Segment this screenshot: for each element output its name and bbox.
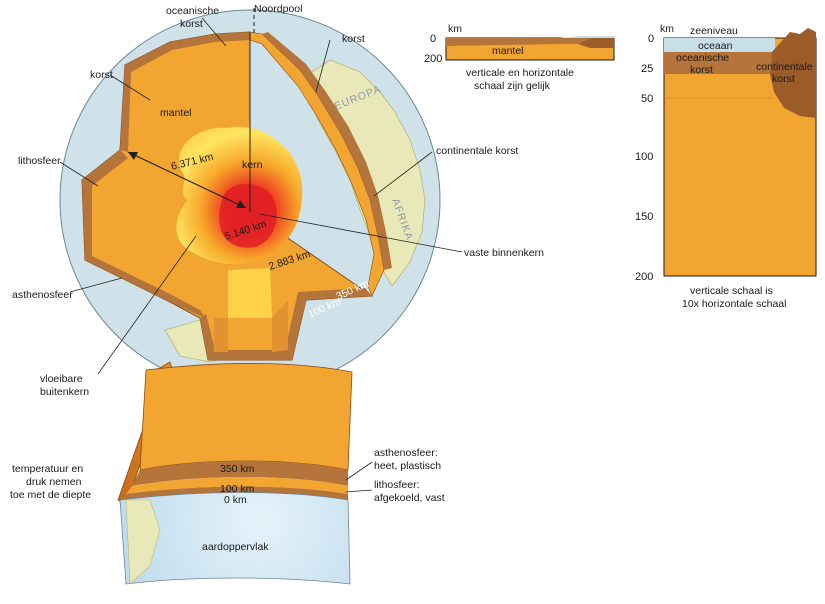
- inner-core: [219, 183, 277, 248]
- section-astheno-1: asthenosfeer:: [374, 447, 438, 459]
- column-side-2: [272, 300, 288, 352]
- radius-arrowhead-1: [128, 152, 138, 160]
- leader-asthenosphere: [69, 277, 123, 293]
- section-depth-100: 100 km: [220, 483, 255, 495]
- profile-large-tick-200: 200: [635, 271, 653, 283]
- profile-small-caption-2: schaal zijn gelijk: [474, 80, 551, 92]
- profile-large: [663, 28, 817, 277]
- label-liquid-outer-core: vloeibare: [40, 373, 83, 385]
- leader-outer-core: [97, 235, 197, 375]
- profile-small-ocean: [446, 36, 614, 38]
- section-surface: [119, 492, 351, 585]
- profile-large-continental-1: continentale: [756, 61, 813, 73]
- profile-large-caption-1: verticale schaal is: [690, 285, 773, 297]
- profile-small-unit: km: [448, 23, 462, 35]
- profile-large-oceanic-2: korst: [690, 64, 713, 76]
- profile-small-mantle: mantel: [492, 45, 524, 57]
- label-temp-1: temperatuur en: [12, 463, 83, 475]
- section-astheno-2: heet, plastisch: [374, 460, 441, 472]
- radius-arrow: [127, 151, 247, 209]
- profile-large-tick-50: 50: [641, 93, 653, 105]
- leader-crust-left: [109, 74, 151, 101]
- profile-large-tick-100: 100: [635, 151, 653, 163]
- profile-large-ocean-label: oceaan: [698, 40, 733, 52]
- section-asthenosphere: [132, 461, 348, 486]
- label-asthenosphere: asthenosfeer: [12, 289, 73, 301]
- profile-large-continental-crust: [770, 28, 816, 118]
- label-continental-crust: continentale korst: [436, 145, 518, 157]
- label-crust-left: korst: [90, 69, 113, 81]
- label-north-pole: Noordpool: [254, 3, 302, 15]
- section-litho-2: afgekoeld, vast: [374, 492, 445, 504]
- profile-large-tick-25: 25: [641, 63, 653, 75]
- core-column: [228, 268, 272, 318]
- profile-large-ocean: [664, 38, 775, 52]
- profile-large-caption-2: 10x horizontale schaal: [682, 298, 786, 310]
- leader-litho: [345, 489, 373, 493]
- mantle-side: [249, 31, 385, 297]
- label-oceanic-crust: oceanische: [166, 5, 219, 17]
- label-mantle: mantel: [160, 107, 192, 119]
- label-core: kern: [242, 159, 263, 171]
- profile-small-tick-200: 200: [424, 53, 442, 65]
- label-liquid-outer-core-2: buitenkern: [40, 386, 89, 398]
- leader-inner-core: [259, 213, 463, 253]
- section-surface-label: aardoppervlak: [202, 541, 269, 553]
- leader-lithosphere: [59, 161, 99, 187]
- leader-continental-crust: [373, 151, 433, 197]
- leader-astheno: [345, 461, 373, 481]
- profile-small-caption-1: verticale en horizontale: [466, 67, 574, 79]
- profile-small-tick-0: 0: [430, 33, 436, 45]
- section-depth-0: 0 km: [224, 494, 247, 506]
- label-crust-right: korst: [342, 33, 365, 45]
- leader-crust-right: [315, 39, 331, 93]
- label-inner-core: vaste binnenkern: [464, 247, 544, 259]
- profile-large-sea-level: zeeniveau: [690, 25, 738, 37]
- profile-large-continental-2: korst: [772, 73, 795, 85]
- globe: [59, 8, 463, 391]
- section-land-left: [125, 499, 161, 585]
- column-side: [214, 318, 228, 352]
- section-lithosphere: [126, 477, 348, 494]
- cross-section-block: [119, 363, 373, 585]
- profile-large-tick-150: 150: [635, 211, 653, 223]
- profile-large-unit: km: [660, 23, 674, 35]
- profile-small: [445, 36, 615, 61]
- profile-large-oceanic-1: oceanische: [676, 52, 729, 64]
- label-temp-3: toe met de diepte: [10, 489, 91, 501]
- radius-arrowhead-2: [236, 200, 246, 208]
- profile-large-tick-0: 0: [648, 33, 654, 45]
- section-crust: [120, 486, 348, 500]
- section-mantle: [139, 363, 353, 471]
- profile-small-crust: [446, 38, 614, 46]
- section-depth-350: 350 km: [220, 463, 255, 475]
- label-oceanic-crust-2: korst: [180, 18, 203, 30]
- section-litho-1: lithosfeer:: [374, 479, 420, 491]
- label-temp-2: druk nemen: [26, 476, 82, 488]
- profile-small-continent: [578, 38, 614, 48]
- crust-rim-left: [82, 150, 205, 318]
- leader-oceanic-crust: [201, 17, 227, 47]
- profile-large-oceanic-crust: [664, 52, 772, 74]
- label-lithosphere: lithosfeer: [18, 155, 61, 167]
